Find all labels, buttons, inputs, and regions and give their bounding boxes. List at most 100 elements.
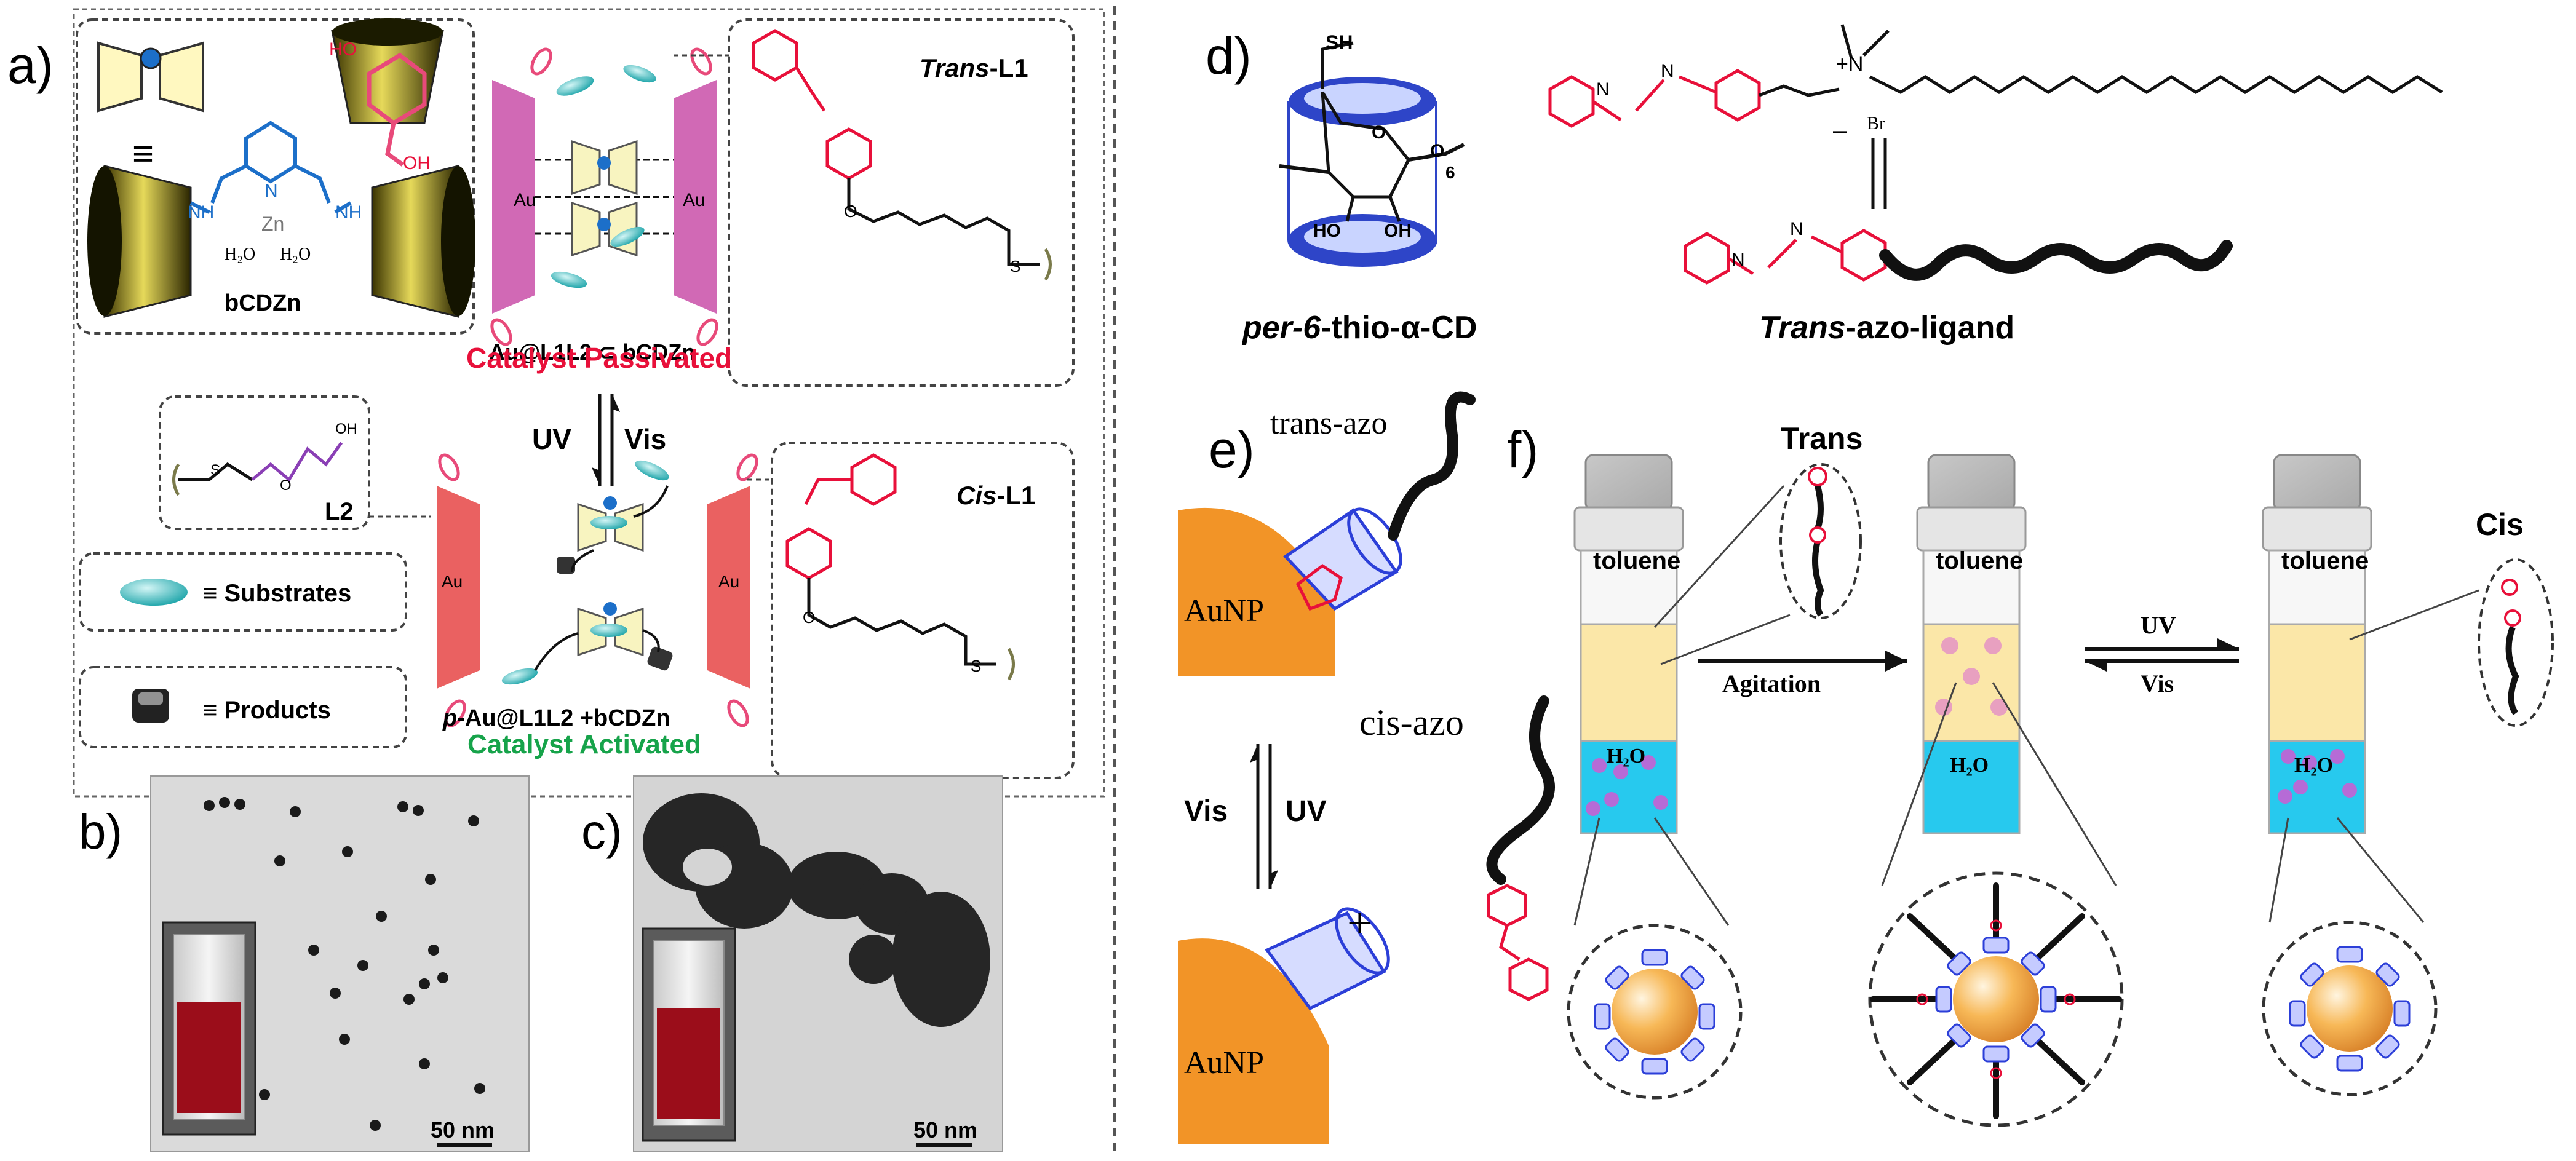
uv-vis-arrows-a (592, 394, 620, 486)
cd-cone-left (87, 165, 192, 318)
oh-label-l2: OH (335, 421, 357, 437)
vial-3 (2262, 454, 2372, 834)
activated-complex: Au Au (437, 453, 758, 727)
panel-d-label: d) (1206, 27, 1252, 85)
nh-left: NH (188, 202, 214, 223)
products-legend-box (79, 666, 407, 748)
uv-label-f: UV (2141, 611, 2176, 639)
aunp-label-1: AuNP (1184, 593, 1264, 628)
h2o-label-f2: H₂O (1950, 754, 1989, 777)
trans-l1-box (728, 18, 1075, 387)
pyridine-ligand (189, 121, 352, 214)
catalyst-activated-label: Catalyst Activated (467, 729, 701, 759)
np-zoom-3 (2262, 921, 2438, 1096)
minus-label: – (1833, 117, 1847, 144)
azo-n3-label: N (1731, 250, 1745, 270)
oh-label-a: OH (403, 153, 431, 173)
s-label-l2: S (210, 462, 220, 478)
o-label-trans: O (844, 202, 857, 221)
oh-label-d: OH (1384, 221, 1412, 241)
panel-b-label: b) (79, 804, 122, 859)
aunp-surface-top (1178, 507, 1335, 676)
panel-a-label: a) (7, 36, 54, 94)
cis-zoom-circle (2478, 558, 2554, 727)
s-label-cis: S (971, 657, 981, 675)
uv-label-e: UV (1286, 795, 1327, 828)
np-zoom-2 (1868, 871, 2124, 1127)
trans-l1-structure (752, 29, 1052, 281)
s-label-trans: S (1010, 257, 1020, 275)
substrates-legend-box (79, 552, 407, 632)
cd-cone-right (371, 165, 475, 318)
np-zoom-1 (1567, 924, 1743, 1100)
cis-l1-label: Cis-L1 (956, 481, 1035, 510)
nh-right: NH (335, 202, 362, 223)
bcdzn-box (76, 18, 475, 335)
six-label: 6 (1445, 163, 1455, 182)
products-label: ≡ Products (203, 697, 331, 724)
au-label-1: Au (514, 190, 536, 210)
vial-2 (1916, 454, 2027, 834)
panel-e-label: e) (1209, 421, 1255, 478)
o1-label: O (1372, 122, 1386, 143)
trans-label-f: Trans (1781, 421, 1862, 456)
catalyst-passivated-label: Catalyst Passivated (466, 342, 732, 374)
cartoon-cd-dimer (97, 41, 204, 113)
panel-c-label: c) (581, 804, 622, 859)
au-label-2: Au (683, 190, 706, 210)
trans-l1-label: Trans-L1 (920, 53, 1028, 82)
n-plus-label: +N (1836, 52, 1863, 76)
uv-label-a: UV (532, 423, 571, 455)
br-label: Br (1867, 113, 1885, 133)
cis-l1-structure (785, 453, 1015, 681)
panel-a-frame (73, 8, 1105, 798)
au-label-3: Au (442, 572, 463, 591)
aunp-label-2: AuNP (1184, 1045, 1264, 1080)
vis-label-a: Vis (624, 423, 666, 455)
substrates-label: ≡ Substrates (203, 580, 351, 607)
l2-structure (172, 442, 343, 496)
o-label-cis: O (803, 608, 815, 627)
scale-bar-c-label: 50 nm (913, 1117, 977, 1143)
cd-host-bottom (1265, 907, 1390, 1011)
toluene-label-3: toluene (2281, 547, 2369, 574)
free-cis-azo (1486, 695, 1555, 1001)
toluene-label-1: toluene (1593, 547, 1680, 574)
vis-label-e: Vis (1184, 795, 1228, 828)
vial-1 (1573, 454, 1684, 834)
trans-azo-ligand-label: Trans-azo-ligand (1759, 310, 2014, 346)
trans-zoom-circle (1779, 463, 1862, 619)
vis-label-f: Vis (2141, 670, 2174, 697)
h2o-label-2: H₂O (280, 245, 311, 264)
plus-sign: + (1347, 898, 1372, 948)
scale-bar-b-label: 50 nm (431, 1117, 495, 1143)
toluene-label-2: toluene (1936, 547, 2023, 574)
equiv-sign: ≡ (132, 133, 154, 174)
passivated-complex: Au Au (490, 47, 718, 346)
azo-n1-label: N (1596, 79, 1610, 100)
ho-label: HO (329, 39, 357, 60)
zn-label: Zn (261, 213, 284, 235)
agitation-label: Agitation (1722, 670, 1821, 697)
panel-f-label: f) (1507, 421, 1538, 478)
panel-a: a) ≡ HO OH (7, 8, 1105, 798)
l2-label: L2 (325, 498, 354, 525)
au-label-4: Au (718, 572, 739, 591)
vis-uv-arrows-e (1250, 744, 1278, 889)
azo-n4-label: N (1790, 219, 1803, 239)
substrate-icon (120, 579, 188, 606)
aunp-surface-bottom (1178, 938, 1329, 1144)
azo-n2-label: N (1661, 61, 1674, 81)
tem-particles-b (204, 797, 485, 1131)
ho-label-d: HO (1313, 221, 1341, 241)
azo-surfactant-structure (1548, 24, 2443, 209)
h2o-label-f3: H₂O (2294, 754, 2333, 777)
cd-host-top (1283, 391, 1476, 611)
alpha-cd-structure (1279, 41, 1465, 267)
h2o-label-f1: H₂O (1607, 745, 1645, 767)
l2-box (159, 395, 370, 530)
cd-name-label: per-6-thio-α-CD (1241, 310, 1477, 346)
cis-azo-label: cis-azo (1359, 702, 1464, 743)
activated-complex-label: p-Au@L1L2 +bCDZn (442, 705, 670, 731)
